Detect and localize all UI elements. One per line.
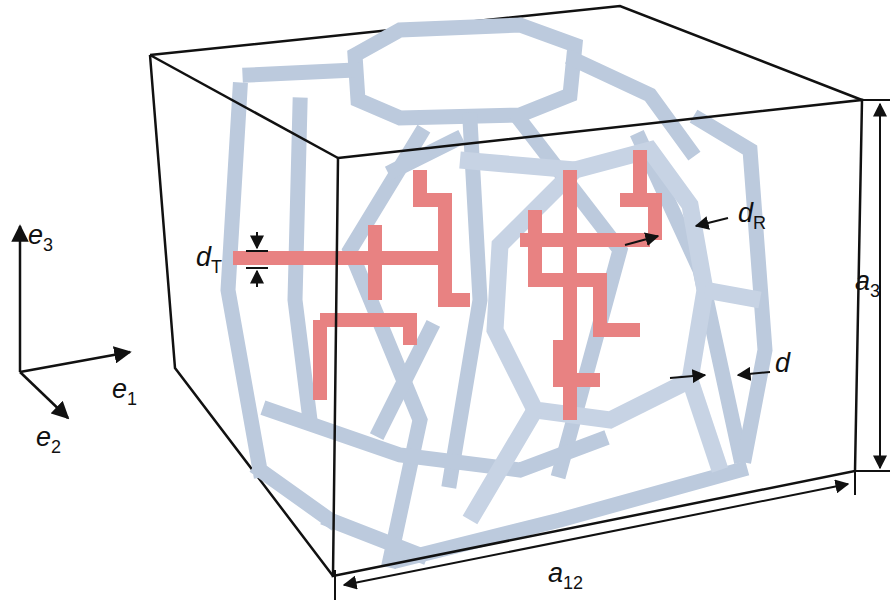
- rotation-elements: [233, 150, 655, 420]
- dimension-label: d: [775, 350, 790, 377]
- axes: [20, 226, 130, 418]
- cell-box-front: [150, 55, 862, 576]
- frame-lattice: [228, 25, 765, 560]
- axis-label: e3: [28, 222, 53, 249]
- dimension-label: dT: [196, 244, 222, 271]
- axis-label: e2: [36, 424, 61, 451]
- dimension-label: a12: [548, 560, 583, 587]
- axis-label: e1: [112, 376, 137, 403]
- front-octagon: [460, 150, 760, 520]
- dimension-arrows: [246, 100, 890, 600]
- cell-box-back: [150, 6, 862, 576]
- dimension-label: dR: [738, 200, 766, 227]
- dimension-label: a3: [855, 268, 880, 295]
